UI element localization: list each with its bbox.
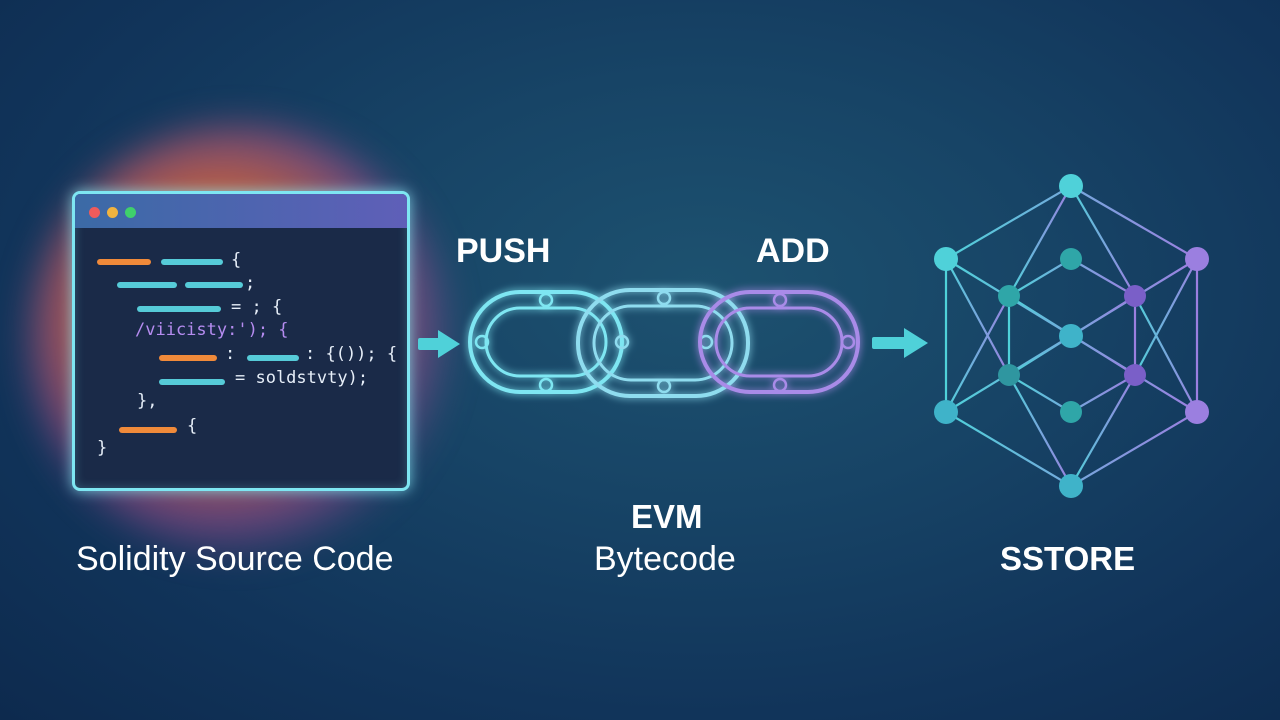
code-line-6: = soldstvty); — [235, 368, 369, 388]
code-line-9: } — [97, 438, 108, 458]
arrow-right-icon — [418, 330, 460, 358]
code-editor-window: { ; = ; { /viicisty:'); { : : {()); { = … — [72, 191, 410, 491]
arrow-right-icon — [872, 328, 928, 358]
code-area: { ; = ; { /viicisty:'); { : : {()); { = … — [75, 228, 407, 488]
code-token — [159, 355, 217, 361]
chain-link-evm — [576, 288, 750, 398]
editor-titlebar — [75, 194, 407, 228]
network-nodes — [934, 174, 1209, 498]
evm-label: EVM — [631, 498, 703, 535]
code-token — [137, 306, 221, 312]
code-token — [117, 282, 177, 288]
bytecode-chain-icon — [468, 288, 860, 398]
code-token — [185, 282, 243, 288]
minimize-dot-icon — [107, 207, 118, 218]
maximize-dot-icon — [125, 207, 136, 218]
close-dot-icon — [89, 207, 100, 218]
chain-link-add — [698, 290, 860, 394]
push-label: PUSH — [456, 232, 551, 270]
chain-link-push — [468, 290, 624, 394]
code-token — [247, 355, 299, 361]
code-line-2: ; — [245, 273, 256, 293]
code-line-1: { — [231, 250, 242, 270]
code-token — [119, 427, 177, 433]
sstore-label: SSTORE — [1000, 540, 1136, 577]
code-line-7: }, — [137, 391, 158, 411]
code-token — [159, 379, 225, 385]
code-token — [97, 259, 151, 265]
code-line-5: : — [225, 344, 246, 364]
code-line-3: = ; { — [231, 297, 283, 317]
bytecode-label: Bytecode — [594, 540, 736, 578]
code-line-4: /viicisty:'); { — [135, 320, 289, 340]
code-line-5b: : {()); { — [305, 344, 398, 364]
add-label: ADD — [756, 232, 830, 270]
code-token — [161, 259, 223, 265]
source-code-label: Solidity Source Code — [76, 540, 394, 578]
code-line-8: { — [187, 416, 198, 436]
